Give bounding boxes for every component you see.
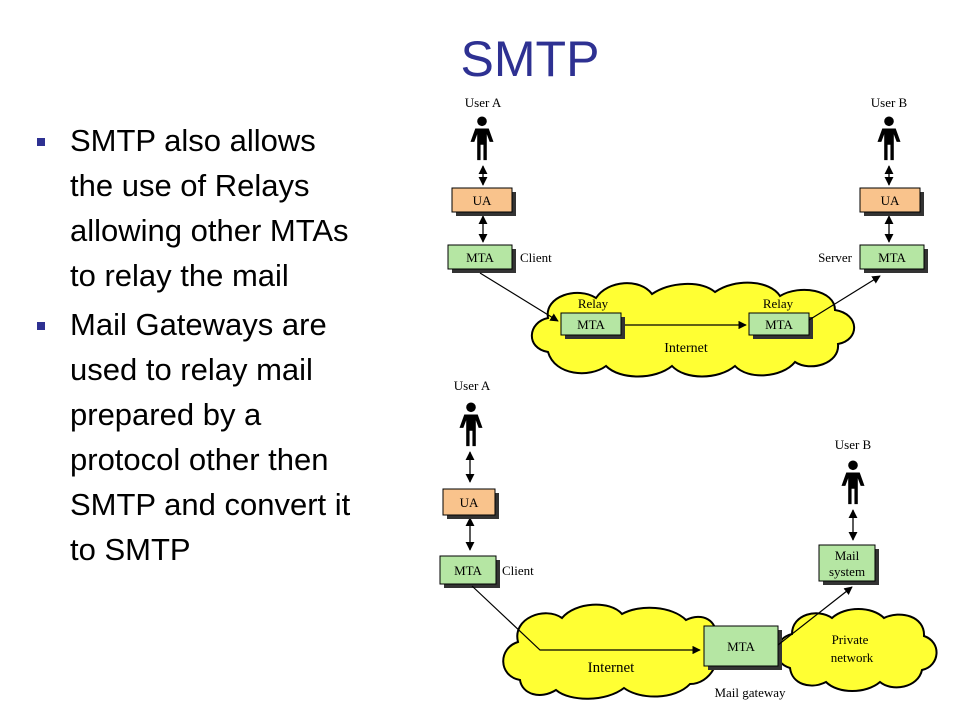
internet-label-lower: Internet	[588, 660, 635, 676]
server-label: Server	[818, 250, 853, 265]
mta-client-box	[447, 244, 513, 270]
bullet-line: to SMTP	[70, 532, 191, 567]
top-diagram: User A User B UA UA MTA Client MTA Serve…	[447, 95, 928, 378]
mail-system-box	[818, 544, 876, 582]
private-network-label-line1: Private	[832, 632, 869, 647]
relay-right-mta-box	[748, 312, 810, 336]
bullet-line: used to relay mail	[70, 352, 313, 387]
mta-client-label-lower: MTA	[454, 563, 482, 578]
gateway-mta-label: MTA	[727, 639, 755, 654]
mail-system-label-line2: system	[829, 564, 865, 579]
bottom-diagram: User A User B UA MTA Client Mail system …	[439, 378, 938, 700]
bullet-line: Mail Gateways are	[70, 307, 327, 342]
bullet-marker	[37, 138, 45, 146]
mail-gateway-label: Mail gateway	[714, 685, 786, 700]
bullet-line: SMTP and convert it	[70, 487, 351, 522]
mta-client-box-lower	[439, 555, 497, 585]
ua-label-lower: UA	[460, 495, 479, 510]
relay-right-label: Relay	[763, 296, 794, 311]
bullet-line: the use of Relays	[70, 168, 310, 203]
internet-cloud-lower	[502, 603, 720, 700]
ua-box-lower	[442, 488, 496, 516]
internet-cloud	[530, 281, 856, 378]
internet-label: Internet	[664, 341, 708, 356]
mta-server-box	[859, 244, 925, 270]
user-a-label: User A	[465, 95, 502, 110]
private-network-cloud	[775, 608, 938, 692]
user-a-person-icon-lower	[459, 402, 483, 447]
bullet-line: prepared by a	[70, 397, 262, 432]
relay-right-mta-label: MTA	[765, 317, 793, 332]
relay-left-label: Relay	[578, 296, 609, 311]
bullet-line: SMTP also allows	[70, 123, 316, 158]
client-label: Client	[520, 250, 552, 265]
bullet-item-relays: SMTP also allows the use of Relays allow…	[30, 118, 430, 298]
ua-right-box	[859, 187, 921, 213]
mail-system-label-line1: Mail	[835, 548, 860, 563]
bullet-list: SMTP also allows the use of Relays allow…	[30, 118, 430, 576]
ua-left-box	[451, 187, 513, 213]
gateway-mta-box	[703, 625, 779, 667]
user-b-person-icon	[877, 116, 901, 161]
relay-left-mta-label: MTA	[577, 317, 605, 332]
user-a-person-icon	[470, 116, 494, 161]
mta-client-label: MTA	[466, 250, 494, 265]
private-network-label-line2: network	[831, 650, 874, 665]
slide-title: SMTP	[460, 31, 600, 87]
mta-server-label: MTA	[878, 250, 906, 265]
relay-left-mta-box	[560, 312, 622, 336]
bullet-line: allowing other MTAs	[70, 213, 349, 248]
bullet-line: protocol other then	[70, 442, 329, 477]
bullet-item-gateways: Mail Gateways are used to relay mail pre…	[30, 302, 430, 572]
ua-right-label: UA	[881, 193, 900, 208]
user-a-label-lower: User A	[454, 378, 491, 393]
ua-left-label: UA	[473, 193, 492, 208]
client-label-lower: Client	[502, 563, 534, 578]
user-b-person-icon-lower	[841, 460, 865, 505]
bullet-line: to relay the mail	[70, 258, 289, 293]
bullet-marker	[37, 322, 45, 330]
user-b-label: User B	[871, 95, 908, 110]
user-b-label-lower: User B	[835, 437, 872, 452]
